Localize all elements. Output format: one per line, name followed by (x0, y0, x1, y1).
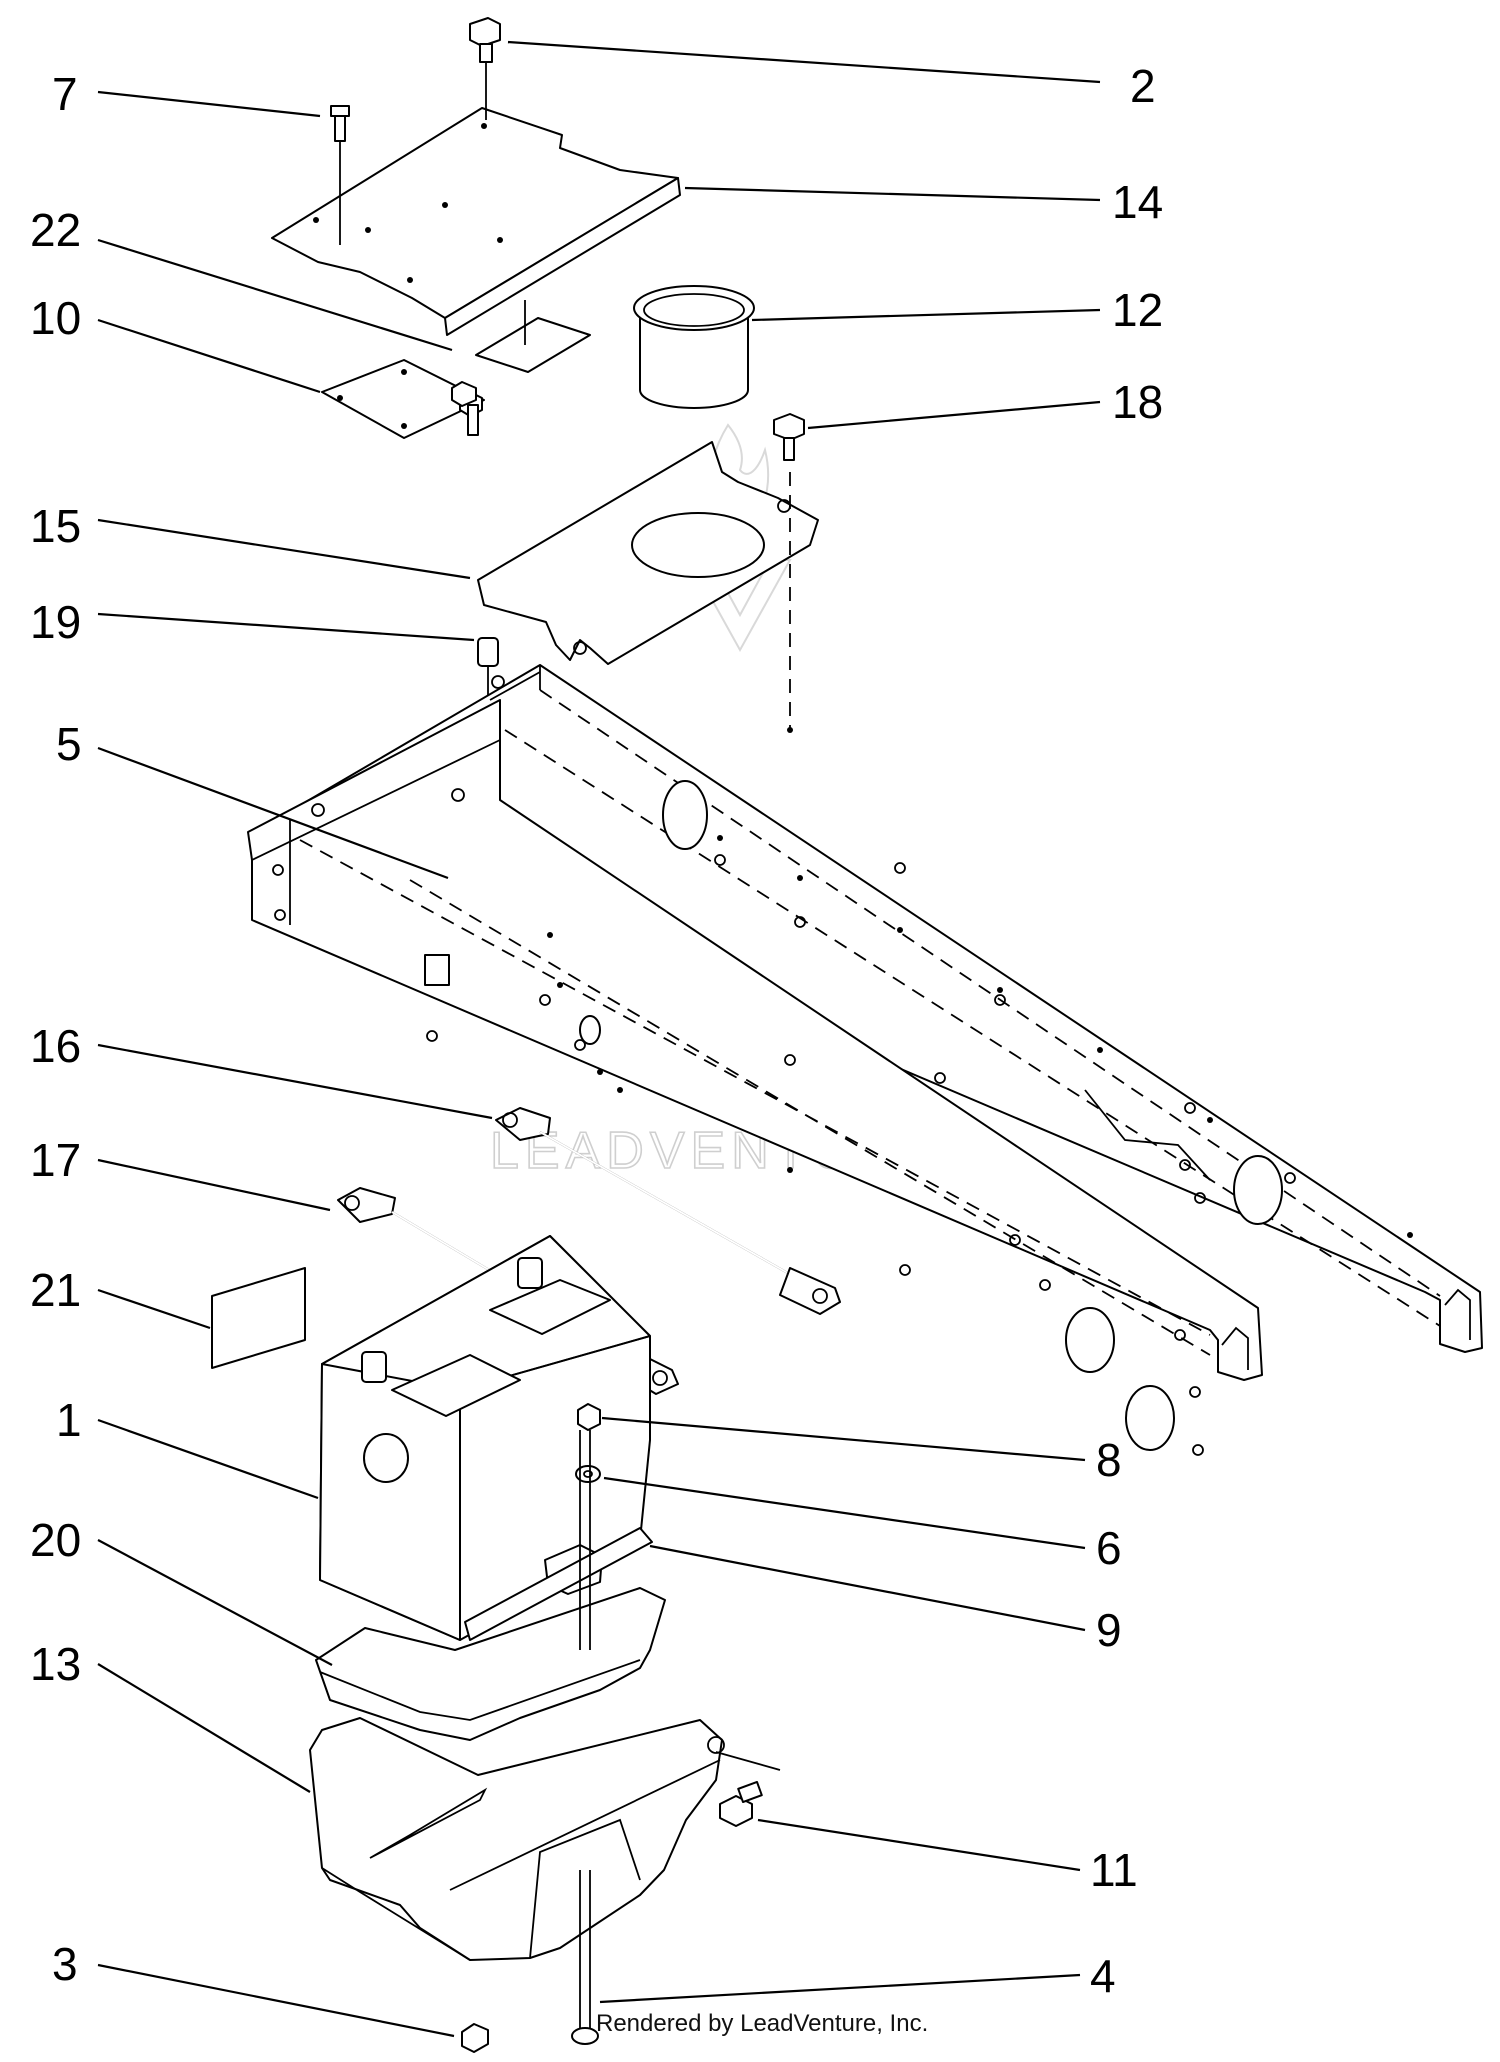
frame-front-rail (247, 699, 1263, 1451)
tray-20 (315, 1587, 666, 1741)
callout-17: 17 (30, 1134, 81, 1186)
callout-6: 6 (1096, 1522, 1122, 1574)
credit-text: Rendered by LeadVenture, Inc. (596, 2010, 929, 2037)
callout-16: 16 (30, 1020, 81, 1072)
callout-2: 2 (1130, 60, 1156, 112)
callout-5: 5 (56, 718, 82, 770)
cup-12 (633, 285, 755, 409)
hold-down-9 (464, 1527, 653, 1641)
cable-16 (495, 1107, 841, 1315)
callout-7: 7 (52, 68, 78, 120)
callout-22: 22 (30, 204, 81, 256)
nut-3 (461, 2023, 489, 2053)
callout-8: 8 (1096, 1434, 1122, 1486)
bracket-13 (309, 1717, 781, 1961)
callout-3: 3 (52, 1938, 78, 1990)
washer-6 (575, 1465, 601, 1483)
callout-20: 20 (30, 1514, 81, 1566)
pin-7 (330, 105, 350, 245)
bracket-15 (477, 441, 819, 665)
label-21 (211, 1267, 306, 1369)
callout-18: 18 (1112, 376, 1163, 428)
callout-9: 9 (1096, 1604, 1122, 1656)
screw-18 (773, 413, 805, 730)
cover-plate-14 (271, 107, 681, 336)
callout-13: 13 (30, 1638, 81, 1690)
callouts: 2 7 14 22 10 12 18 15 19 5 16 17 21 1 8 … (30, 60, 1163, 2002)
screw-2 (469, 17, 501, 120)
callout-19: 19 (30, 596, 81, 648)
callout-4: 4 (1090, 1950, 1116, 2002)
callout-12: 12 (1112, 284, 1163, 336)
nut-8 (577, 1403, 601, 1431)
callout-21: 21 (30, 1264, 81, 1316)
frame-holes (272, 675, 1413, 1456)
frame-rear-rail (291, 664, 1483, 1353)
bolt-11 (719, 1781, 763, 1827)
decal-22 (475, 317, 591, 373)
battery-1 (319, 1235, 651, 1641)
callout-15: 15 (30, 500, 81, 552)
leader-lines (97, 40, 1101, 2038)
bolt-5 (451, 381, 483, 436)
callout-11: 11 (1090, 1844, 1138, 1896)
callout-14: 14 (1112, 176, 1163, 228)
callout-1: 1 (56, 1394, 82, 1446)
bolt-4 (571, 1430, 599, 2045)
callout-10: 10 (30, 292, 81, 344)
